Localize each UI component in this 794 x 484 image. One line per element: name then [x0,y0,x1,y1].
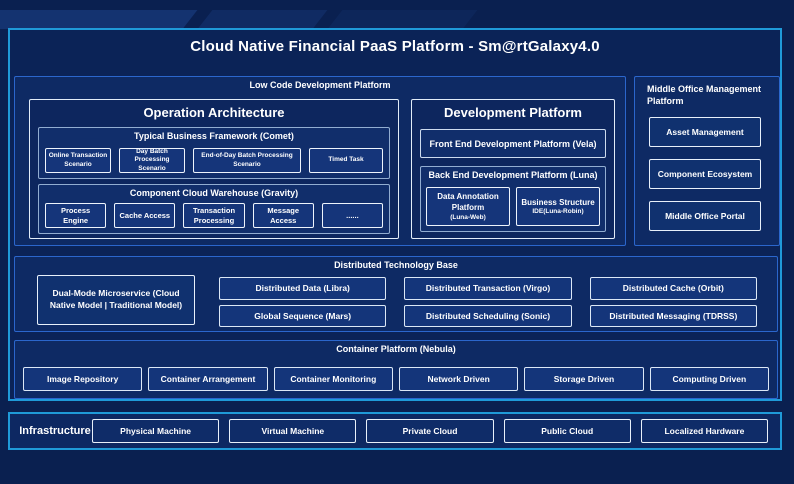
distributed-column-1: Distributed Data (Libra) Global Sequence… [219,277,387,327]
node-distributed-data: Distributed Data (Libra) [219,277,387,300]
container-platform-label: Container Platform (Nebula) [336,344,456,354]
node-front-end-development-platform: Front End Development Platform (Vela) [420,129,606,158]
distributed-column-2: Distributed Transaction (Virgo) Distribu… [404,277,572,327]
development-platform-title: Development Platform [444,105,582,120]
typical-business-framework-title: Typical Business Framework (Comet) [134,131,294,141]
middle-office-section-label: Middle Office Management Platform [647,84,762,107]
back-end-development-platform-box: Back End Development Platform (Luna) Dat… [420,166,606,232]
component-cloud-warehouse-items: Process Engine Cache Access Transaction … [45,203,384,228]
node-storage-driven: Storage Driven [524,367,644,391]
low-code-section-label: Low Code Development Platform [249,80,391,90]
node-sublabel: (Luna-Web) [450,213,486,221]
distributed-column-3: Distributed Cache (Orbit) Distributed Me… [589,277,757,327]
node-distributed-messaging: Distributed Messaging (TDRSS) [589,304,757,327]
operation-architecture-box: Operation Architecture Typical Business … [29,99,399,239]
page-title: Cloud Native Financial PaaS Platform - S… [190,38,600,55]
node-image-repository: Image Repository [23,367,143,391]
node-container-monitoring: Container Monitoring [273,367,393,391]
back-end-development-platform-title: Back End Development Platform (Luna) [428,170,598,180]
node-global-sequence: Global Sequence (Mars) [219,304,387,327]
node-localized-hardware: Localized Hardware [640,419,769,443]
node-transaction-processing: Transaction Processing [183,203,245,228]
back-end-items: Data Annotation Platform (Luna-Web) Busi… [426,187,600,226]
decorative-stripe [327,10,478,29]
component-cloud-warehouse-title: Component Cloud Warehouse (Gravity) [129,188,299,198]
development-platform-box: Development Platform Front End Developme… [411,99,615,239]
node-day-batch-processing-scenario: Day Batch Processing Scenario [119,148,185,173]
decorative-stripe [0,10,198,29]
node-middle-office-portal: Middle Office Portal [649,201,761,231]
container-platform-items: Image Repository Container Arrangement C… [23,367,769,391]
decorative-stripe [197,10,328,29]
node-ellipsis: ...... [321,203,384,228]
main-platform-frame: Cloud Native Financial PaaS Platform - S… [8,28,782,401]
typical-business-framework-items: Online Transaction Scenario Day Batch Pr… [45,148,383,173]
component-cloud-warehouse-box: Component Cloud Warehouse (Gravity) Proc… [38,184,390,234]
container-platform-section: Container Platform (Nebula) Image Reposi… [14,340,778,399]
infrastructure-section: Infrastructure Physical Machine Virtual … [8,412,782,450]
node-virtual-machine: Virtual Machine [229,419,357,443]
distributed-section-label: Distributed Technology Base [334,260,458,270]
node-sublabel: IDE(Luna-Robin) [532,208,584,216]
node-container-arrangement: Container Arrangement [148,367,268,391]
operation-architecture-title: Operation Architecture [143,105,285,120]
node-component-ecosystem: Component Ecosystem [649,159,761,189]
infrastructure-label: Infrastructure [19,425,91,437]
node-label: Business Structure [521,197,595,207]
node-private-cloud: Private Cloud [366,419,494,443]
node-public-cloud: Public Cloud [503,419,631,443]
node-data-annotation-platform: Data Annotation Platform (Luna-Web) [426,187,510,226]
middle-office-management-platform-section: Middle Office Management Platform Asset … [634,76,780,246]
infrastructure-items: Physical Machine Virtual Machine Private… [92,419,769,443]
node-timed-task: Timed Task [309,148,383,173]
typical-business-framework-box: Typical Business Framework (Comet) Onlin… [38,127,390,179]
node-cache-access: Cache Access [114,203,176,228]
node-computing-driven: Computing Driven [649,367,769,391]
node-distributed-cache: Distributed Cache (Orbit) [589,277,757,300]
node-process-engine: Process Engine [45,203,107,228]
distributed-technology-base-section: Distributed Technology Base Dual-Mode Mi… [14,256,778,332]
node-label: Data Annotation Platform [437,192,499,212]
distributed-grid: Distributed Data (Libra) Global Sequence… [219,277,757,327]
node-physical-machine: Physical Machine [92,419,220,443]
node-dual-mode-microservice: Dual-Mode Microservice (Cloud Native Mod… [37,275,195,325]
node-asset-management: Asset Management [649,117,761,147]
node-network-driven: Network Driven [398,367,519,391]
node-distributed-transaction: Distributed Transaction (Virgo) [404,277,572,300]
node-end-of-day-batch-processing-scenario: End-of-Day Batch Processing Scenario [193,148,301,173]
node-distributed-scheduling: Distributed Scheduling (Sonic) [404,304,572,327]
node-message-access: Message Access [252,203,314,228]
node-business-structure-ide: Business Structure IDE(Luna-Robin) [516,187,600,226]
low-code-development-platform-section: Low Code Development Platform Operation … [14,76,626,246]
node-online-transaction-scenario: Online Transaction Scenario [45,148,111,173]
